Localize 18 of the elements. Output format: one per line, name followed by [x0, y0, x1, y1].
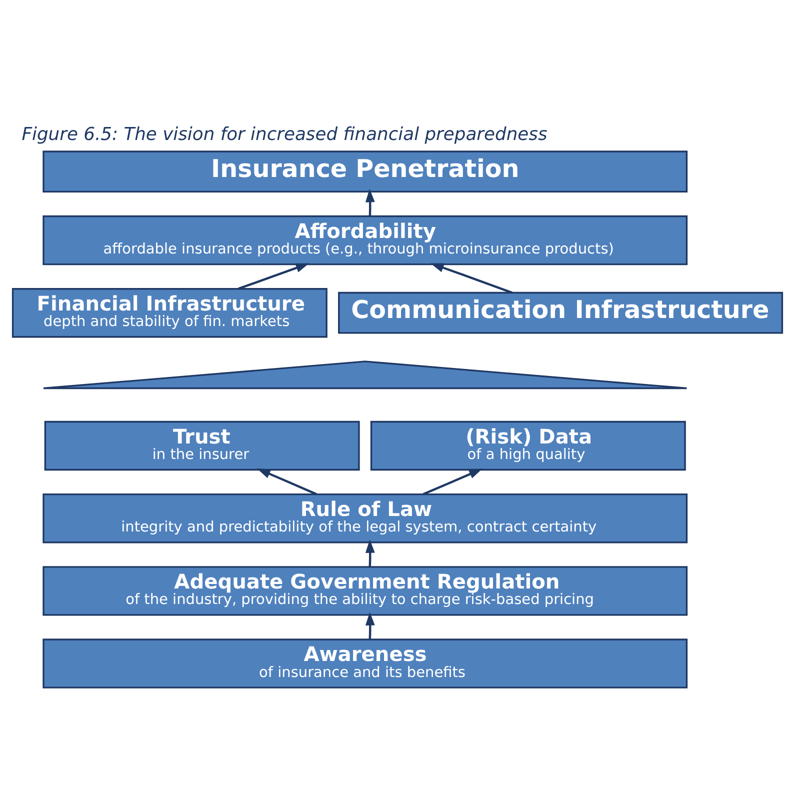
arrow [365, 188, 375, 216]
arrow [422, 468, 482, 495]
node-box: Communication Infrastructure [338, 291, 784, 334]
node-box: Rule of Law integrity and predictability of the legal system, contract certainty [42, 493, 688, 543]
node-box: (Risk) Data of a high quality [370, 420, 686, 470]
node-box: Financial Infrastructure depth and stability of fin. markets [12, 288, 328, 338]
arrow [238, 262, 310, 290]
node-box: Affordability affordable insurance products (e.g., through microinsurance products) [42, 214, 688, 265]
node-box: Trust in the insurer [44, 420, 360, 470]
node-box: Insurance Penetration [42, 150, 688, 192]
node-triangle [42, 360, 688, 389]
diagram-title: Figure 6.5: The vision for increased financial preparedness [22, 124, 548, 145]
arrow [256, 468, 317, 495]
node-box: Adequate Government Regulation of the industry, providing the ability to charge risk-based pricing [42, 566, 688, 616]
node-box: Awareness of insurance and its benefits [42, 638, 688, 688]
arrow [365, 612, 375, 639]
arrow [365, 538, 375, 566]
arrow [430, 262, 513, 294]
